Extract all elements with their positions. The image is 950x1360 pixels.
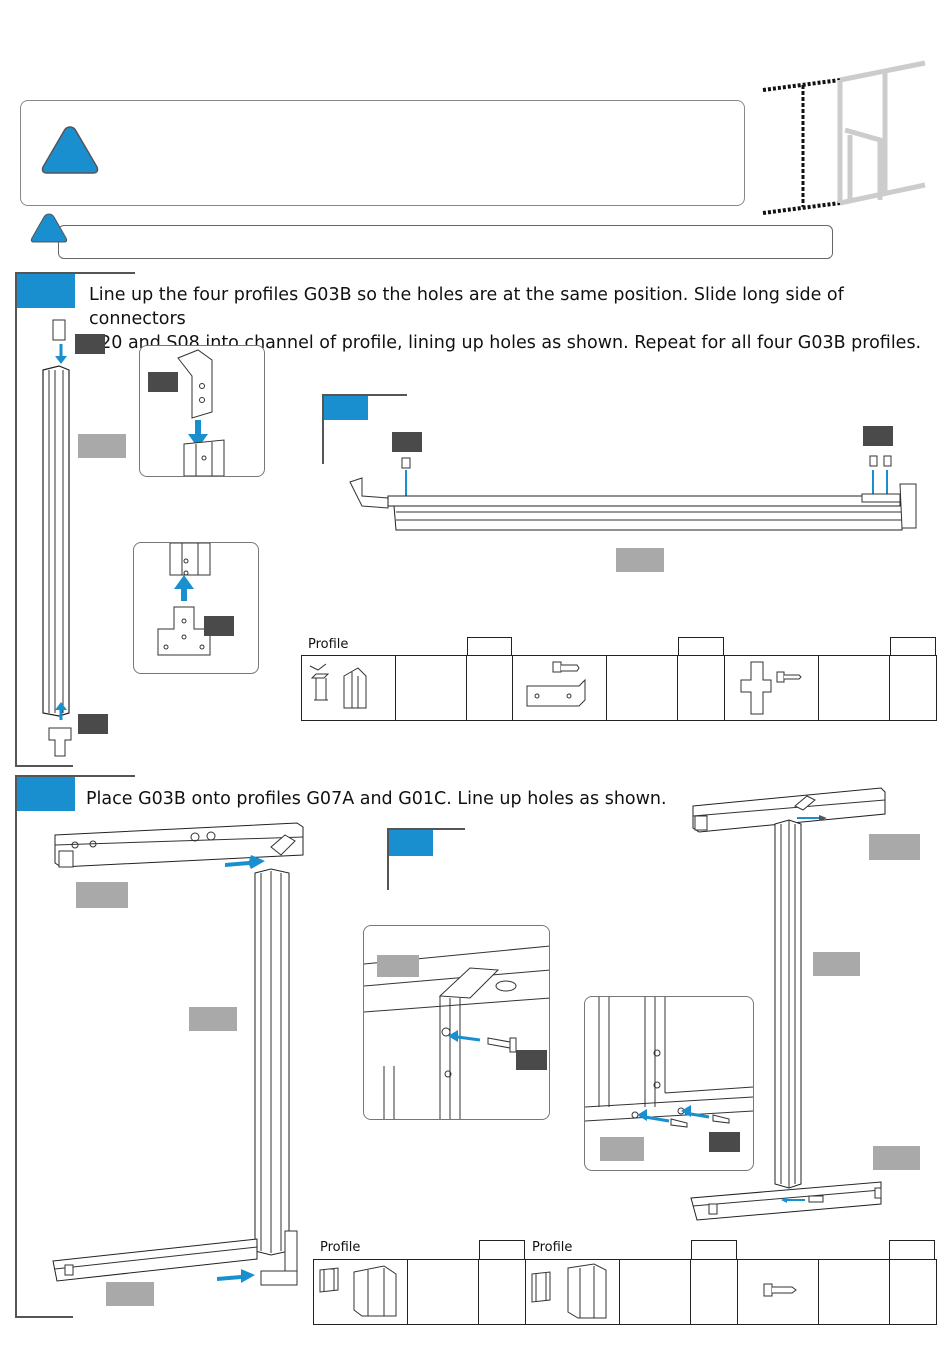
parts-table-2 [313,1259,937,1325]
inset-label-g01c [600,1137,644,1161]
parts-table1-profile-image [301,655,396,721]
parts-table2-screw-qty [818,1259,890,1325]
step2-instruction: Place G03B onto profiles G07A and G01C. … [86,789,667,809]
profile-g01c-icon [531,1263,607,1319]
profile-g03b-illustration [42,319,72,757]
profile-cross-section-icon [309,663,367,709]
parts-table1-qty-cell-1 [467,637,512,655]
step1-bottom-rule [15,765,73,767]
substep1-tab [324,396,368,420]
substep2-side-rule [387,828,389,890]
step2-label-g03b [76,882,128,908]
parts-table1-s20-qty [606,655,678,721]
parts-table2-cell-9 [889,1259,937,1325]
step2-label-g07a [189,1007,237,1031]
parts-table2-g07a-qty [407,1259,479,1325]
parts-table2-qty-cell-3 [889,1240,935,1259]
warning-triangle-icon [41,126,99,174]
frame-assembly-left-illustration [52,822,304,1286]
right-label-g07a [813,952,860,976]
connector-screw-icon [526,661,586,707]
substep1-label-left [392,432,422,452]
step2-label-g01c [106,1282,154,1306]
top-joint-detail [364,945,549,1119]
tee-connector-screw-icon [740,661,802,715]
inset-label-s20 [148,372,178,392]
substep1-side-rule [322,394,324,464]
note-bar [58,225,833,259]
inset-connector-top [139,345,265,477]
parts-table1-qty-cell-3 [890,637,936,655]
note-triangle-icon [30,213,68,243]
horizontal-profile-screws-illustration [349,455,917,531]
parts-table2-g01c-qty [619,1259,691,1325]
substep1-label-g03b [616,548,664,572]
step1-side-rule [15,272,17,767]
parts-table2-profile-header-b: Profile [532,1240,573,1255]
step1-instruction-line2: S20 and S08 into channel of profile, lin… [89,333,922,353]
step2-rule [15,775,135,777]
warning-box [20,100,745,206]
connector-s20-detail [177,349,225,477]
parts-table1-cell-9 [889,655,937,721]
parts-table1-cell-3 [466,655,513,721]
inset-connector-bottom [133,542,259,674]
step2-bottom-rule [15,1316,73,1318]
inset-label-screw [516,1050,547,1070]
parts-table1-s20-image [512,655,607,721]
part-label-g03b [78,434,126,458]
step2-side-rule [15,775,17,1318]
step1-instruction-line1: Line up the four profiles G03B so the ho… [89,285,844,329]
profile-g07a-icon [319,1265,397,1317]
bottom-joint-detail [585,997,753,1128]
inset-label-s08 [204,616,234,636]
parts-table2-g07a-image [313,1259,408,1325]
parts-table-1 [301,655,937,721]
parts-table1-s08-qty [818,655,890,721]
step1-number-tab [17,274,75,308]
parts-table2-screw-image [737,1259,819,1325]
inset-label-screw-2 [709,1132,740,1152]
substep1-rule [322,394,407,396]
parts-table2-qty-cell-2 [691,1240,737,1259]
parts-table1-profile-header: Profile [308,637,349,652]
screw-icon [763,1283,797,1297]
connector-s08-detail [157,542,211,656]
parts-table1-cell-6 [677,655,725,721]
frame-sketch-icon [762,60,926,215]
right-label-g03b [869,834,920,860]
parts-table2-profile-header-a: Profile [320,1240,361,1255]
parts-table2-cell-3 [478,1259,526,1325]
parts-table1-qty-cell-2 [678,637,724,655]
substep2-tab [389,830,433,856]
parts-table2-qty-cell-1 [479,1240,525,1259]
parts-table1-profile-qty [395,655,467,721]
substep2-rule [387,828,465,830]
parts-table2-g01c-image [525,1259,620,1325]
part-label-s08 [78,714,108,734]
parts-table2-cell-6 [690,1259,738,1325]
right-label-g01c [873,1146,920,1170]
substep1-label-right [863,426,893,446]
parts-table1-s08-image [724,655,819,721]
inset-label-g03b [377,955,419,977]
step1-rule [15,272,135,274]
step1-instruction: Line up the four profiles G03B so the ho… [89,283,939,355]
frame-assembly-right-illustration [690,787,886,1221]
step2-number-tab [17,777,75,811]
part-label-s20 [75,334,105,354]
